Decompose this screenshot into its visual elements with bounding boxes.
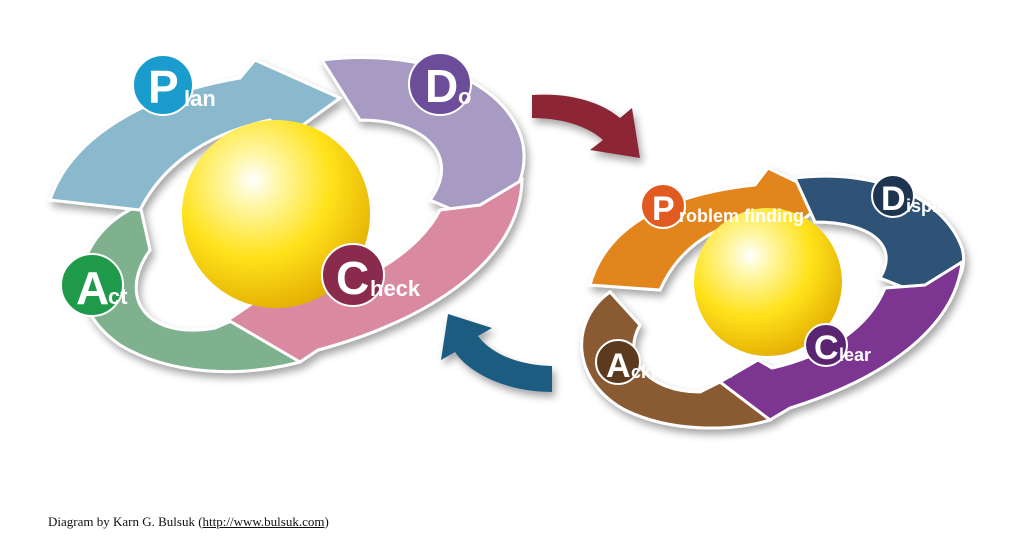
check-initial: C: [336, 252, 369, 304]
do-initial: D: [425, 60, 458, 112]
acknowledge-rest: cknowledge: [631, 362, 734, 382]
forward-arrow-icon: [532, 94, 640, 158]
problem-finding-badge: [640, 183, 686, 229]
center-sphere-right: [694, 208, 842, 356]
clear-badge: [804, 323, 848, 367]
problem-finding-initial: P: [652, 190, 675, 228]
credit-prefix: Diagram by Karn G. Bulsuk (: [48, 514, 203, 529]
problem-finding-rest: roblem finding: [679, 206, 804, 226]
plan-label: P lan: [132, 54, 216, 116]
diagram-credit: Diagram by Karn G. Bulsuk (http://www.bu…: [48, 514, 329, 530]
display-label: D isplay: [871, 174, 957, 218]
problem-finding-label: P roblem finding: [640, 183, 804, 229]
plan-initial: P: [148, 61, 179, 113]
clear-label: C lear: [804, 323, 871, 367]
check-label: C heck: [321, 243, 421, 307]
center-sphere-left: [182, 120, 370, 308]
plan-segment: [47, 58, 343, 212]
display-initial: D: [881, 180, 906, 218]
back-arrow-icon: [441, 314, 552, 392]
acknowledge-initial: A: [606, 347, 631, 385]
check-badge: [321, 243, 385, 307]
do-label: D o: [408, 52, 472, 116]
do-badge: [408, 52, 472, 116]
act-rest: ct: [108, 284, 128, 309]
clear-initial: C: [814, 329, 839, 367]
check-rest: heck: [370, 276, 421, 301]
credit-suffix: ): [324, 514, 329, 529]
plan-rest: lan: [184, 86, 216, 111]
display-rest: isplay: [906, 196, 957, 216]
check-segment: [225, 177, 524, 364]
do-rest: o: [458, 84, 471, 109]
display-badge: [871, 174, 915, 218]
clear-rest: lear: [839, 345, 871, 365]
credit-link[interactable]: http://www.bulsuk.com: [202, 514, 325, 529]
acknowledge-label: A cknowledge: [595, 339, 734, 385]
acknowledge-badge: [595, 339, 641, 385]
plan-badge: [132, 54, 194, 116]
cycle-left: [47, 56, 526, 374]
act-badge: [60, 253, 124, 317]
act-initial: A: [76, 262, 109, 314]
act-label: A ct: [60, 253, 128, 317]
